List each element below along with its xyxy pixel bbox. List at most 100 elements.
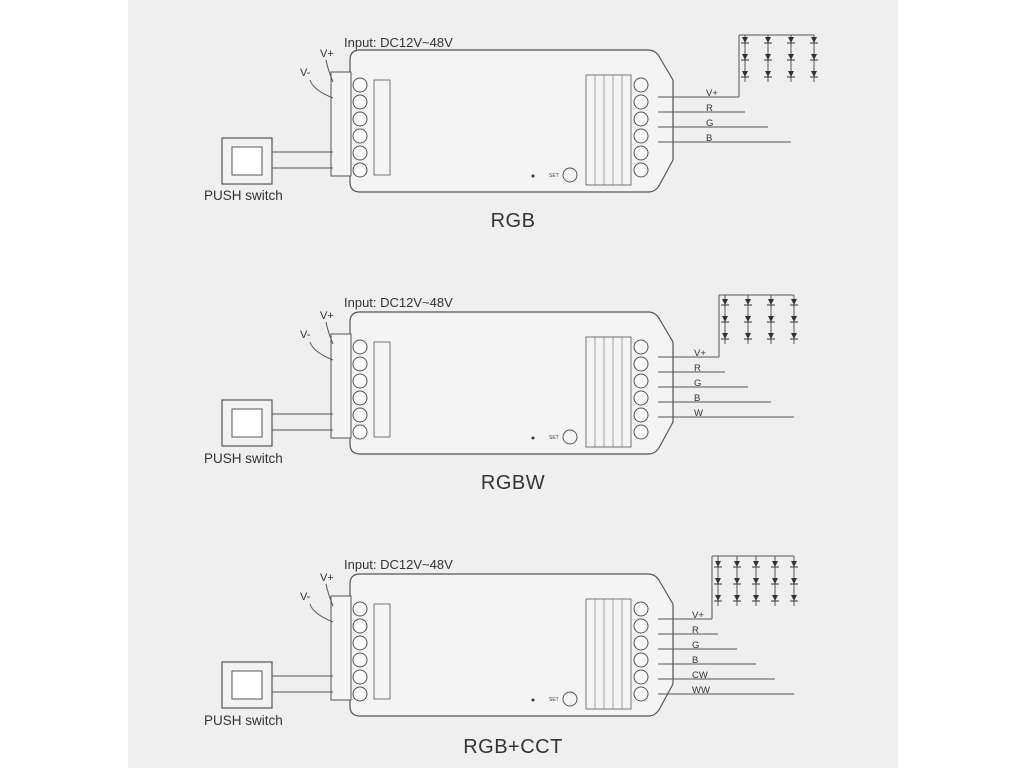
- input-terminal-screw: [352, 618, 368, 634]
- input-terminal-screw: [352, 652, 368, 668]
- set-label: SET: [549, 697, 559, 703]
- push-switch-label: PUSH switch: [204, 188, 283, 203]
- led-diode: [753, 561, 759, 567]
- wire-label-ww: WW: [692, 685, 710, 696]
- led-diode: [715, 578, 721, 584]
- controller-housing: [349, 573, 674, 717]
- output-terminal-screw: [633, 128, 649, 144]
- controller-wiring-rgb: [221, 34, 818, 193]
- input-terminal-screw: [352, 669, 368, 685]
- led-diode: [742, 37, 748, 43]
- wire-label-b: B: [706, 133, 713, 144]
- led-diode: [788, 54, 794, 60]
- vplus-label: V+: [320, 310, 334, 322]
- output-terminal-screw: [633, 686, 649, 702]
- wire-label-vplus: V+: [706, 88, 718, 99]
- input-terminal-screw: [352, 339, 368, 355]
- led-diode: [791, 595, 797, 601]
- led-diode: [791, 299, 797, 305]
- output-terminal-screw: [633, 407, 649, 423]
- led-diode: [811, 37, 817, 43]
- led-diode: [788, 37, 794, 43]
- led-diode: [734, 595, 740, 601]
- vminus-lead: [309, 603, 334, 623]
- led-diode: [745, 316, 751, 322]
- led-diode: [768, 316, 774, 322]
- push-switch-button: [231, 670, 263, 700]
- led-diode: [768, 333, 774, 339]
- wire-label-r: R: [694, 363, 701, 374]
- led-diode: [765, 54, 771, 60]
- input-terminal-screw: [352, 601, 368, 617]
- wire-label-vplus: V+: [692, 610, 704, 621]
- led-diode: [742, 71, 748, 77]
- input-terminal-screw: [352, 94, 368, 110]
- input-terminal-screw: [352, 162, 368, 178]
- led-diode: [765, 37, 771, 43]
- led-diode: [791, 333, 797, 339]
- controller-wiring-rgb-cct: [221, 555, 798, 717]
- wire-label-w: W: [694, 408, 703, 419]
- mode-caption: RGB+CCT: [463, 736, 563, 758]
- output-terminal-screw: [633, 162, 649, 178]
- input-voltage-label: Input: DC12V~48V: [344, 557, 453, 572]
- input-terminal-screw: [352, 77, 368, 93]
- wire-label-g: G: [692, 640, 700, 651]
- vminus-label: V-: [300, 329, 311, 341]
- led-diode: [788, 71, 794, 77]
- controller-housing: [349, 311, 674, 455]
- input-terminal-screw: [352, 145, 368, 161]
- vminus-lead: [309, 79, 334, 99]
- led-diode: [772, 595, 778, 601]
- input-voltage-label: Input: DC12V~48V: [344, 35, 453, 50]
- input-terminal-screw: [352, 686, 368, 702]
- output-terminal-screw: [633, 356, 649, 372]
- wire-label-g: G: [706, 118, 714, 129]
- set-button: [562, 691, 578, 707]
- led-diode: [734, 578, 740, 584]
- output-terminal-screw: [633, 77, 649, 93]
- indicator-dot: [531, 174, 535, 178]
- input-terminal-screw: [352, 356, 368, 372]
- set-button: [562, 167, 578, 183]
- wire-label-r: R: [706, 103, 713, 114]
- input-label-table: [373, 341, 391, 438]
- set-label: SET: [549, 435, 559, 441]
- output-label-table: [585, 598, 632, 710]
- output-terminal-screw: [633, 94, 649, 110]
- output-terminal-screw: [633, 601, 649, 617]
- wire-label-b: B: [692, 655, 699, 666]
- vplus-lead: [325, 59, 334, 83]
- led-diode: [722, 299, 728, 305]
- led-diode: [765, 71, 771, 77]
- push-switch-label: PUSH switch: [204, 713, 283, 728]
- output-terminal-screw: [633, 390, 649, 406]
- set-button: [562, 429, 578, 445]
- output-terminal-screw: [633, 669, 649, 685]
- wire-label-g: G: [694, 378, 702, 389]
- input-terminal-screw: [352, 390, 368, 406]
- diagram-rgbw: Input: DC12V~48V V+ V- PUSH switch V+ R …: [128, 262, 898, 518]
- led-diode: [772, 578, 778, 584]
- led-diode: [753, 578, 759, 584]
- output-label-table: [585, 336, 632, 448]
- diagram-rgb-cct: Input: DC12V~48V V+ V- PUSH switch V+ R …: [128, 524, 898, 780]
- indicator-dot: [531, 436, 535, 440]
- input-terminal-screw: [352, 424, 368, 440]
- input-terminal-block: [330, 71, 352, 177]
- mode-caption: RGBW: [480, 472, 546, 494]
- led-diode: [768, 299, 774, 305]
- input-terminal-screw: [352, 111, 368, 127]
- input-terminal-screw: [352, 407, 368, 423]
- output-terminal-screw: [633, 618, 649, 634]
- output-terminal-screw: [633, 635, 649, 651]
- input-terminal-screw: [352, 635, 368, 651]
- input-label-table: [373, 603, 391, 700]
- set-label: SET: [549, 173, 559, 179]
- controller-housing: [349, 49, 674, 193]
- vminus-label: V-: [300, 591, 311, 603]
- wiring-diagram-canvas: Input: DC12V~48V V+ V- PUSH switch V+ R …: [128, 0, 898, 768]
- led-diode: [715, 595, 721, 601]
- controller-wiring-rgbw: [221, 294, 798, 455]
- led-diode: [791, 316, 797, 322]
